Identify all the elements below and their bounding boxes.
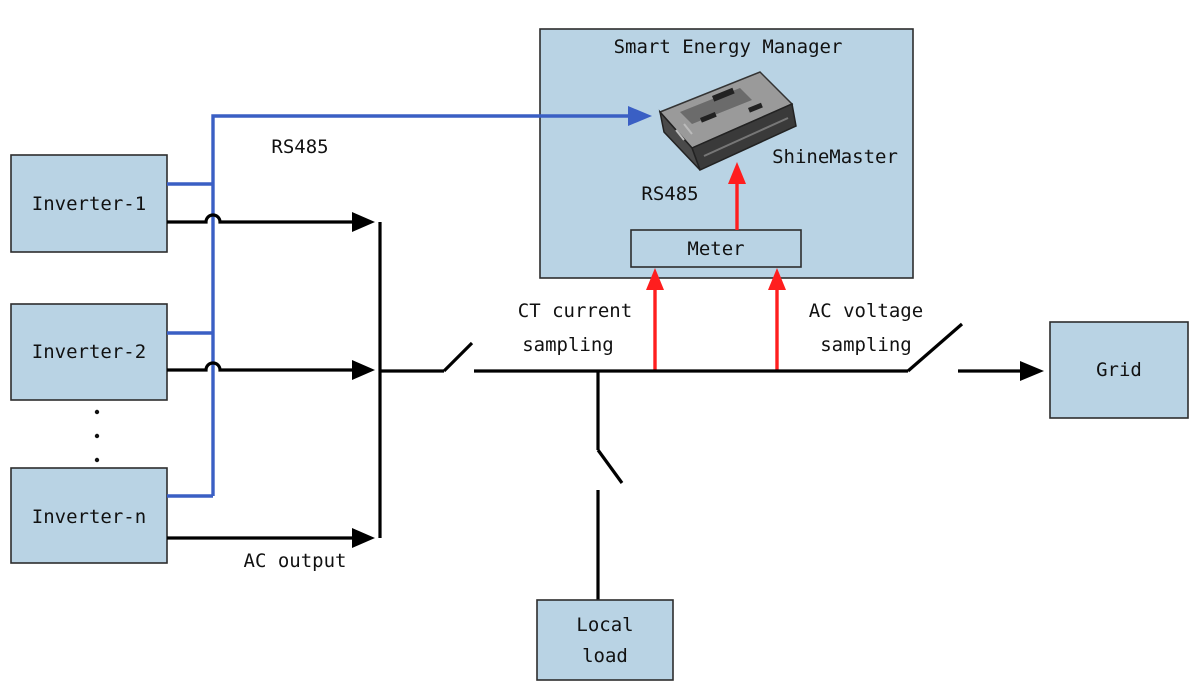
- local-load-label-line1: Local: [576, 614, 633, 636]
- inverter-1-box: [10, 154, 168, 253]
- inverter-2-label: Inverter-2: [32, 341, 146, 363]
- smart-energy-manager-title: Smart Energy Manager: [614, 36, 843, 58]
- ac-output-label: AC output: [244, 550, 347, 572]
- main-ac-bus: [380, 322, 1044, 381]
- rs485-top-label: RS485: [271, 136, 328, 158]
- local-load-box: [536, 599, 674, 681]
- ellipsis-dots: [94, 409, 100, 463]
- grid-switch: [906, 322, 964, 373]
- grid-label: Grid: [1096, 359, 1142, 381]
- inverter-n-box: [10, 467, 168, 564]
- inverter-2-box: [10, 303, 168, 401]
- grid-box: [1049, 321, 1189, 419]
- rs485-inner-label: RS485: [641, 183, 698, 205]
- local-load-branch: [596, 371, 624, 600]
- ct-current-label: CT current: [518, 300, 632, 322]
- rs485-bus-lines: [167, 106, 652, 498]
- meter-box: [630, 229, 802, 268]
- ac-voltage-sampling-label: sampling: [820, 334, 912, 356]
- ac-voltage-sampling-arrow: [768, 268, 786, 372]
- load-switch: [596, 449, 624, 484]
- main-switch: [442, 341, 474, 373]
- shinemaster-label: ShineMaster: [772, 146, 898, 168]
- ac-output-lines: [167, 212, 382, 548]
- local-load-label-line2: load: [582, 645, 628, 667]
- meter-label: Meter: [687, 238, 744, 260]
- shinemaster-device-icon: [658, 71, 797, 172]
- ct-sampling-label: sampling: [522, 334, 614, 356]
- inverter-1-label: Inverter-1: [32, 193, 146, 215]
- ac-voltage-label: AC voltage: [809, 300, 923, 322]
- inverter-n-label: Inverter-n: [32, 506, 146, 528]
- ct-current-sampling-arrow: [646, 268, 664, 372]
- meter-to-device-arrow: [728, 162, 746, 230]
